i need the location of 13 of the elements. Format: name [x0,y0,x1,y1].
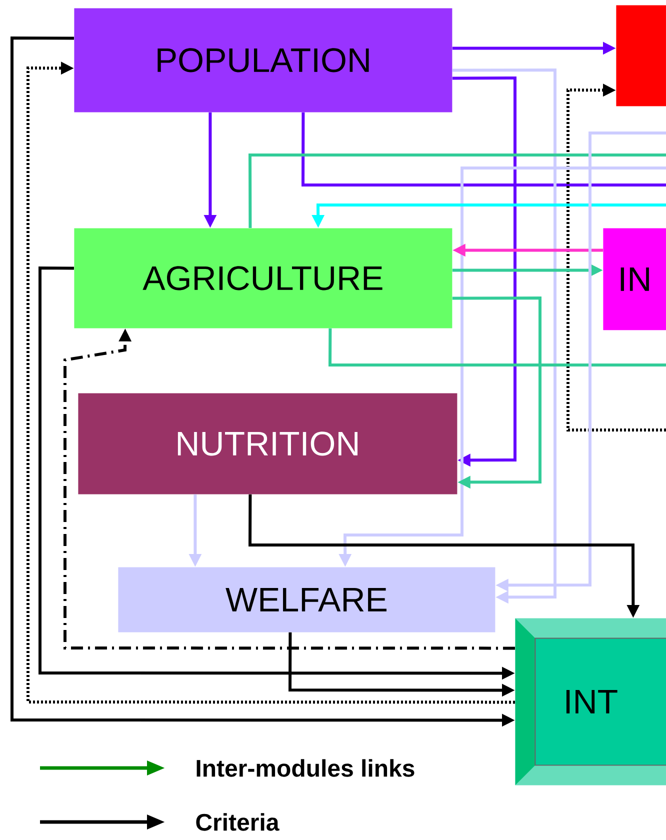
module-box: NUTRITION [78,393,458,494]
arrow [566,84,666,432]
module-box: AGRICULTURE [74,228,452,328]
module-box: IN [603,228,666,330]
arrow [452,76,516,467]
arrow [452,296,542,489]
module-box: INT [515,618,666,786]
module-box: POPULATION [74,8,452,112]
legend-text: Criteria [196,813,280,831]
module-box: WELFARE [118,567,496,632]
empty-box [616,5,666,106]
legend-text: Inter-modules links [196,759,414,777]
arrow [452,68,556,604]
